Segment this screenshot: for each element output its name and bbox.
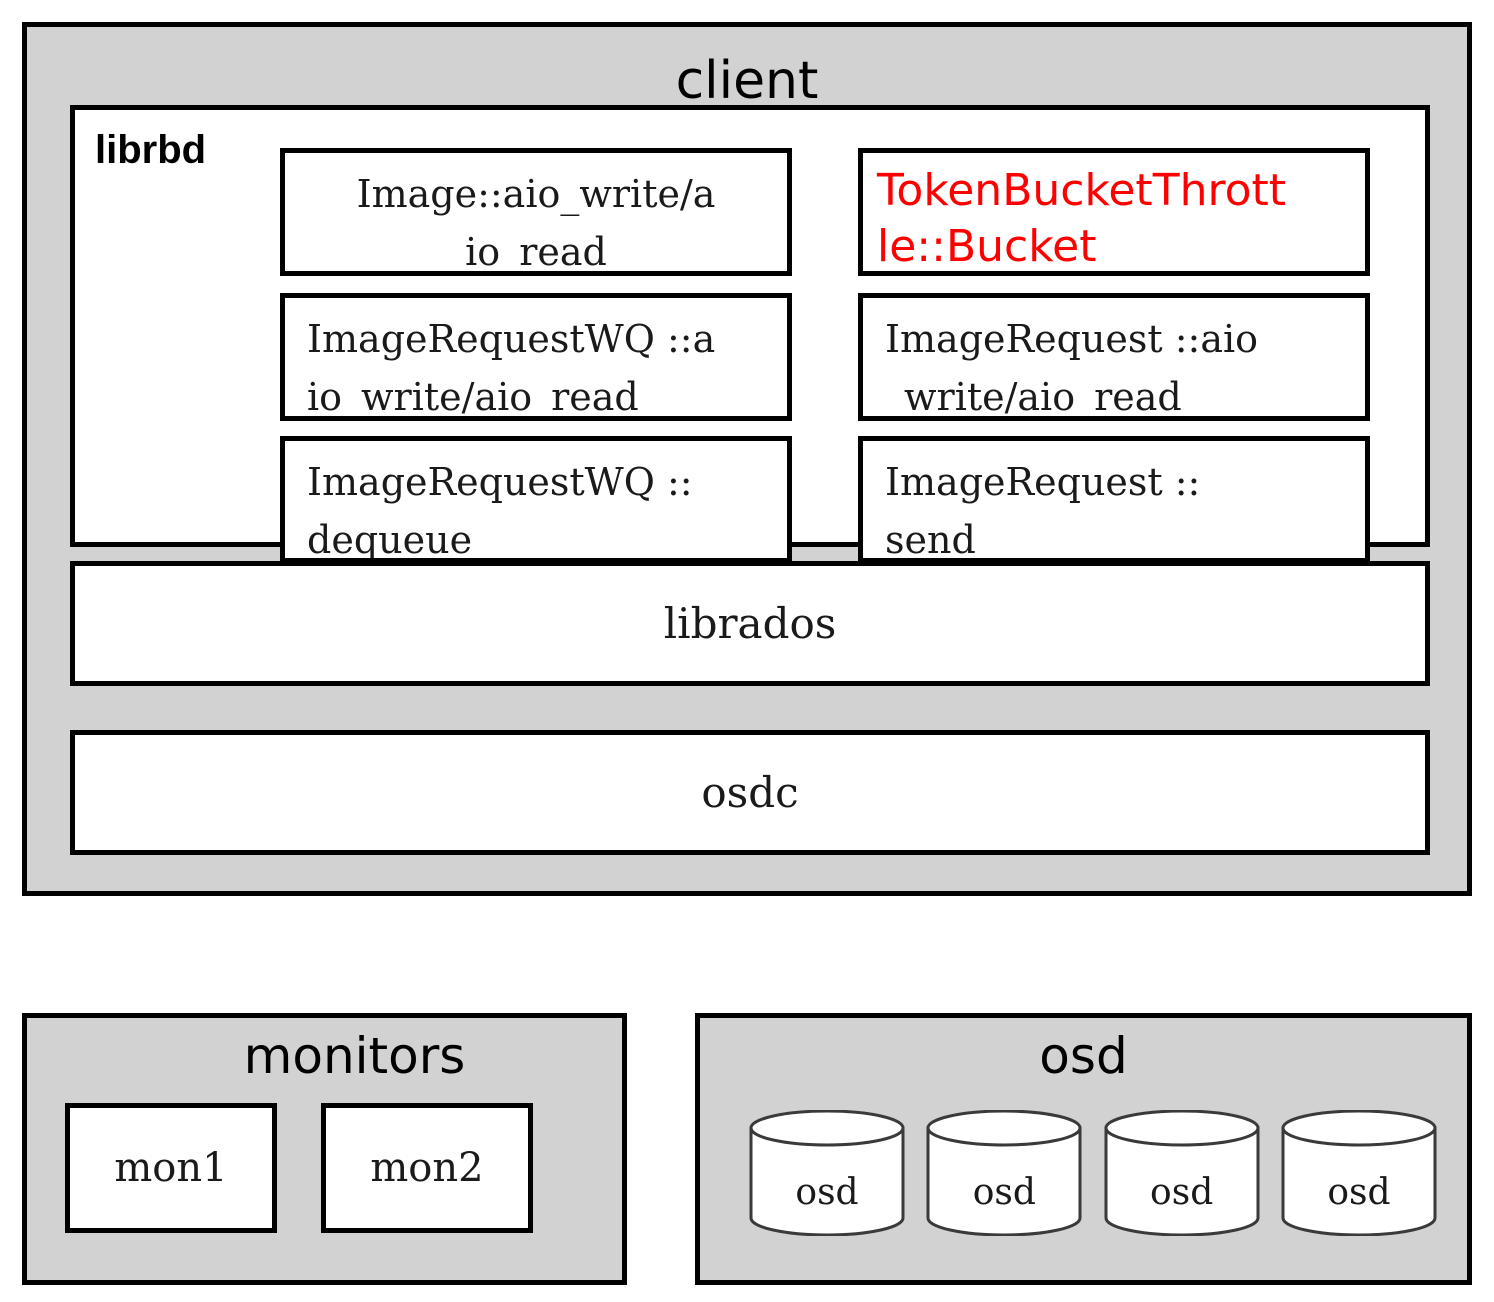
client-panel: client librbd Image::aio_write/a io_read… — [22, 22, 1472, 896]
librados-band[interactable]: librados — [70, 561, 1430, 686]
osdc-band[interactable]: osdc — [70, 730, 1430, 855]
monitor-node-mon2[interactable]: mon2 — [321, 1103, 533, 1233]
osd-node-label: osd — [1150, 1172, 1214, 1213]
monitor-node-mon1[interactable]: mon1 — [65, 1103, 277, 1233]
box-imagerequest-send[interactable]: ImageRequest :: send — [858, 436, 1370, 563]
osd-panel-title: osd — [1039, 1027, 1128, 1085]
osd-panel: osd osd osd osd — [695, 1013, 1472, 1285]
osd-node-1[interactable]: osd — [748, 1110, 906, 1236]
box-image-aio-write-aio-read[interactable]: Image::aio_write/a io_read — [280, 148, 792, 276]
box-imagerequestwq-dequeue[interactable]: ImageRequestWQ :: dequeue — [280, 436, 792, 563]
osd-node-list: osd osd osd osd — [748, 1110, 1438, 1250]
cylinder-icon — [1281, 1110, 1437, 1236]
client-panel-title: client — [675, 51, 819, 111]
box-imagerequestwq-aio-write-aio-read[interactable]: ImageRequestWQ ::a io_write/aio_read — [280, 293, 792, 421]
cylinder-icon — [1104, 1110, 1260, 1236]
cylinder-icon — [749, 1110, 905, 1236]
osd-node-3[interactable]: osd — [1103, 1110, 1261, 1236]
cylinder-icon — [926, 1110, 1082, 1236]
box-imagerequest-aio-write-aio-read[interactable]: ImageRequest ::aio _write/aio_read — [858, 293, 1370, 421]
monitors-panel: monitors mon1 mon2 — [22, 1013, 627, 1285]
monitors-panel-title: monitors — [243, 1027, 466, 1085]
osd-node-2[interactable]: osd — [925, 1110, 1083, 1236]
librbd-label: librbd — [95, 128, 207, 172]
librbd-container: librbd Image::aio_write/a io_read ImageR… — [70, 105, 1430, 563]
osd-node-label: osd — [972, 1172, 1036, 1213]
osd-node-label: osd — [795, 1172, 859, 1213]
osd-node-label: osd — [1327, 1172, 1391, 1213]
box-tokenbucketthrottle-bucket[interactable]: TokenBucketThrott le::Bucket — [858, 148, 1370, 276]
osd-node-4[interactable]: osd — [1280, 1110, 1438, 1236]
